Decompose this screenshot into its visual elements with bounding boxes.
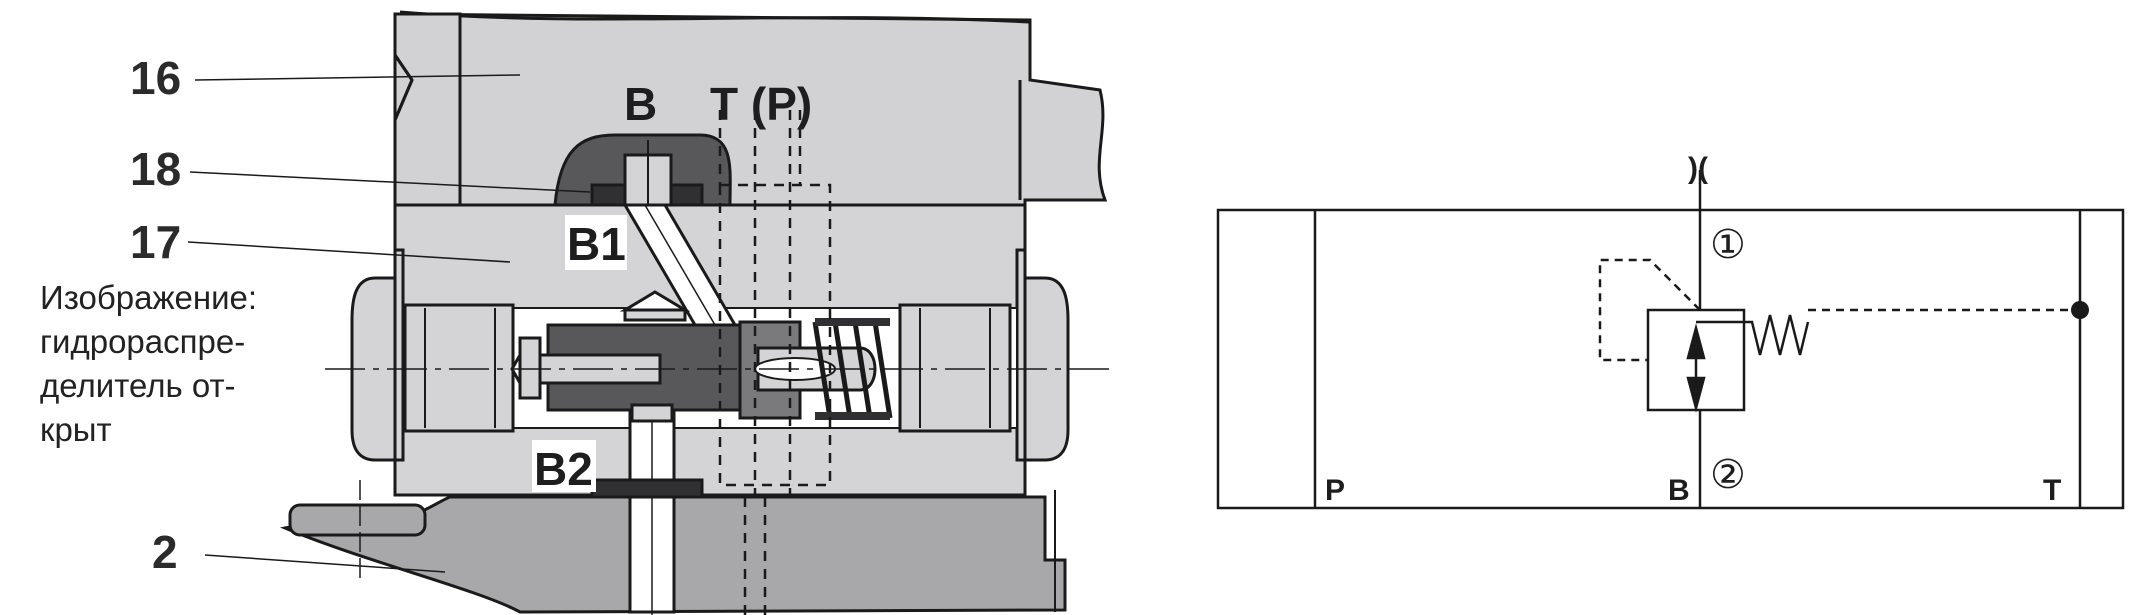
callout-18: 18 xyxy=(130,143,181,195)
symbol-port-b: B xyxy=(1668,474,1690,507)
spring xyxy=(812,321,893,419)
pilot-line xyxy=(1598,258,1701,362)
caption-line: делитель от- xyxy=(40,367,236,404)
symbol-frame xyxy=(1216,208,2125,510)
port-label-b1: B1 xyxy=(567,218,626,270)
orifice-symbol: )( xyxy=(1688,152,1708,185)
housing-top-edge xyxy=(399,10,1031,24)
marker-2: ② xyxy=(1710,452,1746,498)
plug-left xyxy=(403,303,515,433)
callout-16: 16 xyxy=(130,52,181,104)
symbol-port-t: T xyxy=(2043,474,2061,507)
section-view xyxy=(187,10,1110,615)
hydraulic-symbol xyxy=(1216,170,2125,510)
port-label-t-p: T (P) xyxy=(710,78,812,130)
port-label-b2: B2 xyxy=(534,443,593,495)
callout-2: 2 xyxy=(152,526,178,578)
caption: Изображение: гидрораспре- делитель от- к… xyxy=(40,276,330,452)
marker-1: ① xyxy=(1710,222,1746,268)
caption-line: Изображение: xyxy=(40,279,258,316)
symbol-port-p: P xyxy=(1325,474,1345,507)
leader-lines xyxy=(187,74,591,573)
junction-dot xyxy=(2071,301,2089,319)
hex-screw-head xyxy=(393,12,462,207)
port-label-b: B xyxy=(624,78,657,130)
symbol-spring xyxy=(1744,314,1810,356)
caption-line: гидрораспре- xyxy=(40,323,246,360)
base-tab xyxy=(288,503,427,537)
plug-right xyxy=(898,303,1012,433)
caption-line: крыт xyxy=(40,411,112,448)
callout-17: 17 xyxy=(130,216,181,268)
